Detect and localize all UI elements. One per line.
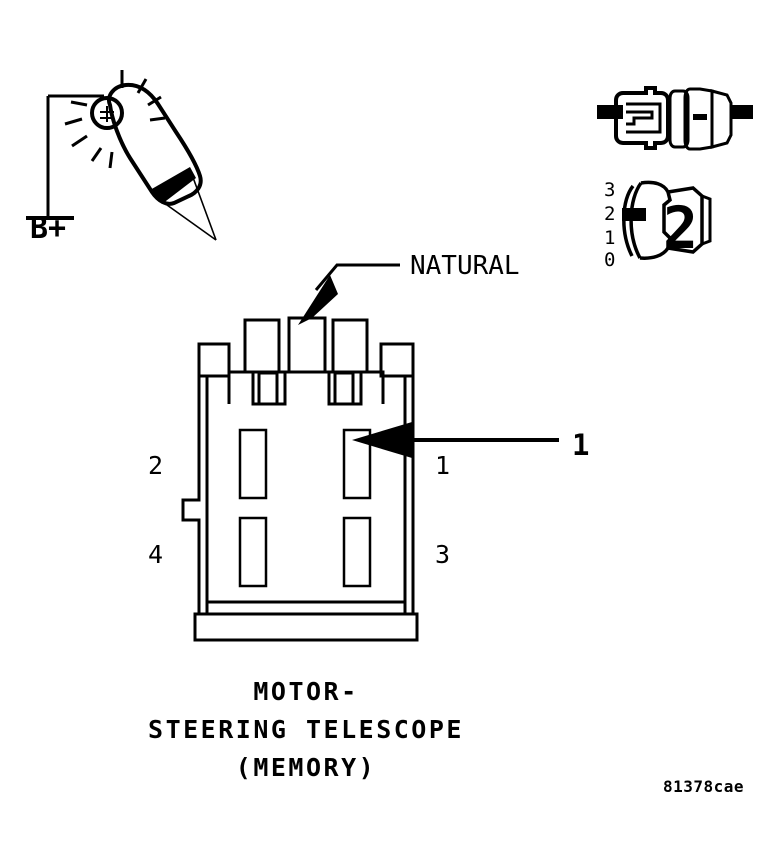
- top-plateau: [227, 370, 385, 404]
- female-connector-half: [668, 87, 733, 151]
- callout-1-arrowhead: [352, 422, 412, 458]
- left-wire-stub: [597, 105, 623, 119]
- title-block: MOTOR- STEERING TELESCOPE (MEMORY): [148, 677, 464, 782]
- cavity-slot-3: [342, 516, 372, 588]
- inset-scale-group: 3 2 1 0 2: [604, 179, 712, 271]
- title-line-1: MOTOR-: [253, 677, 358, 706]
- main-connector: 2 1 4 3: [148, 316, 450, 642]
- gauge-cavity-profile: [639, 180, 672, 260]
- probe-lamp-window: [90, 96, 124, 130]
- bottom-flange: [193, 612, 419, 642]
- test-light-probe-group: B+: [26, 70, 217, 246]
- natural-leader-line: [314, 263, 400, 291]
- shoulder-post-right: [379, 342, 415, 378]
- probe-handle: [90, 82, 203, 206]
- inset-connector-pair: [597, 86, 753, 151]
- natural-callout-group: NATURAL: [298, 251, 520, 325]
- cavity-slot-2: [238, 428, 268, 500]
- cavity-number-1: 1: [435, 451, 450, 480]
- gauge-body-block: [667, 186, 704, 254]
- male-connector-half: [614, 86, 670, 150]
- natural-label: NATURAL: [410, 251, 520, 281]
- lock-post-left-inner: [257, 371, 279, 406]
- callout-1-group: 1: [352, 422, 589, 462]
- cavity-number-2: 2: [148, 451, 163, 480]
- cavity-slot-4: [238, 516, 268, 588]
- title-line-2: STEERING TELESCOPE: [148, 715, 464, 744]
- scale-tick-label-2: 2: [604, 203, 615, 225]
- gauge-big-number: 2: [663, 194, 698, 262]
- b-plus-terminal-symbol: [26, 94, 104, 220]
- gauge-body-edge: [701, 194, 712, 246]
- probe-tip: [150, 167, 217, 241]
- reference-code: 81378cae: [663, 777, 744, 796]
- natural-arrowhead: [298, 275, 338, 325]
- lock-post-right-inner: [333, 371, 355, 406]
- b-plus-label: B+: [30, 211, 66, 246]
- cavity-number-3: 3: [435, 540, 450, 569]
- callout-1-label: 1: [572, 428, 589, 462]
- title-line-3: (MEMORY): [236, 753, 376, 782]
- scale-tick-label-0: 0: [604, 249, 615, 271]
- scale-tick-label-1: 1: [604, 227, 615, 249]
- gauge-marker-at-2: [622, 208, 646, 221]
- female-keyway-slot: [693, 114, 707, 120]
- scale-tick-label-3: 3: [604, 179, 615, 201]
- probe-light-rays: [64, 70, 166, 169]
- cavity-number-4: 4: [148, 540, 163, 569]
- right-wire-stub: [731, 105, 753, 119]
- shoulder-post-left: [197, 342, 231, 378]
- cavity-slot-1: [342, 428, 372, 500]
